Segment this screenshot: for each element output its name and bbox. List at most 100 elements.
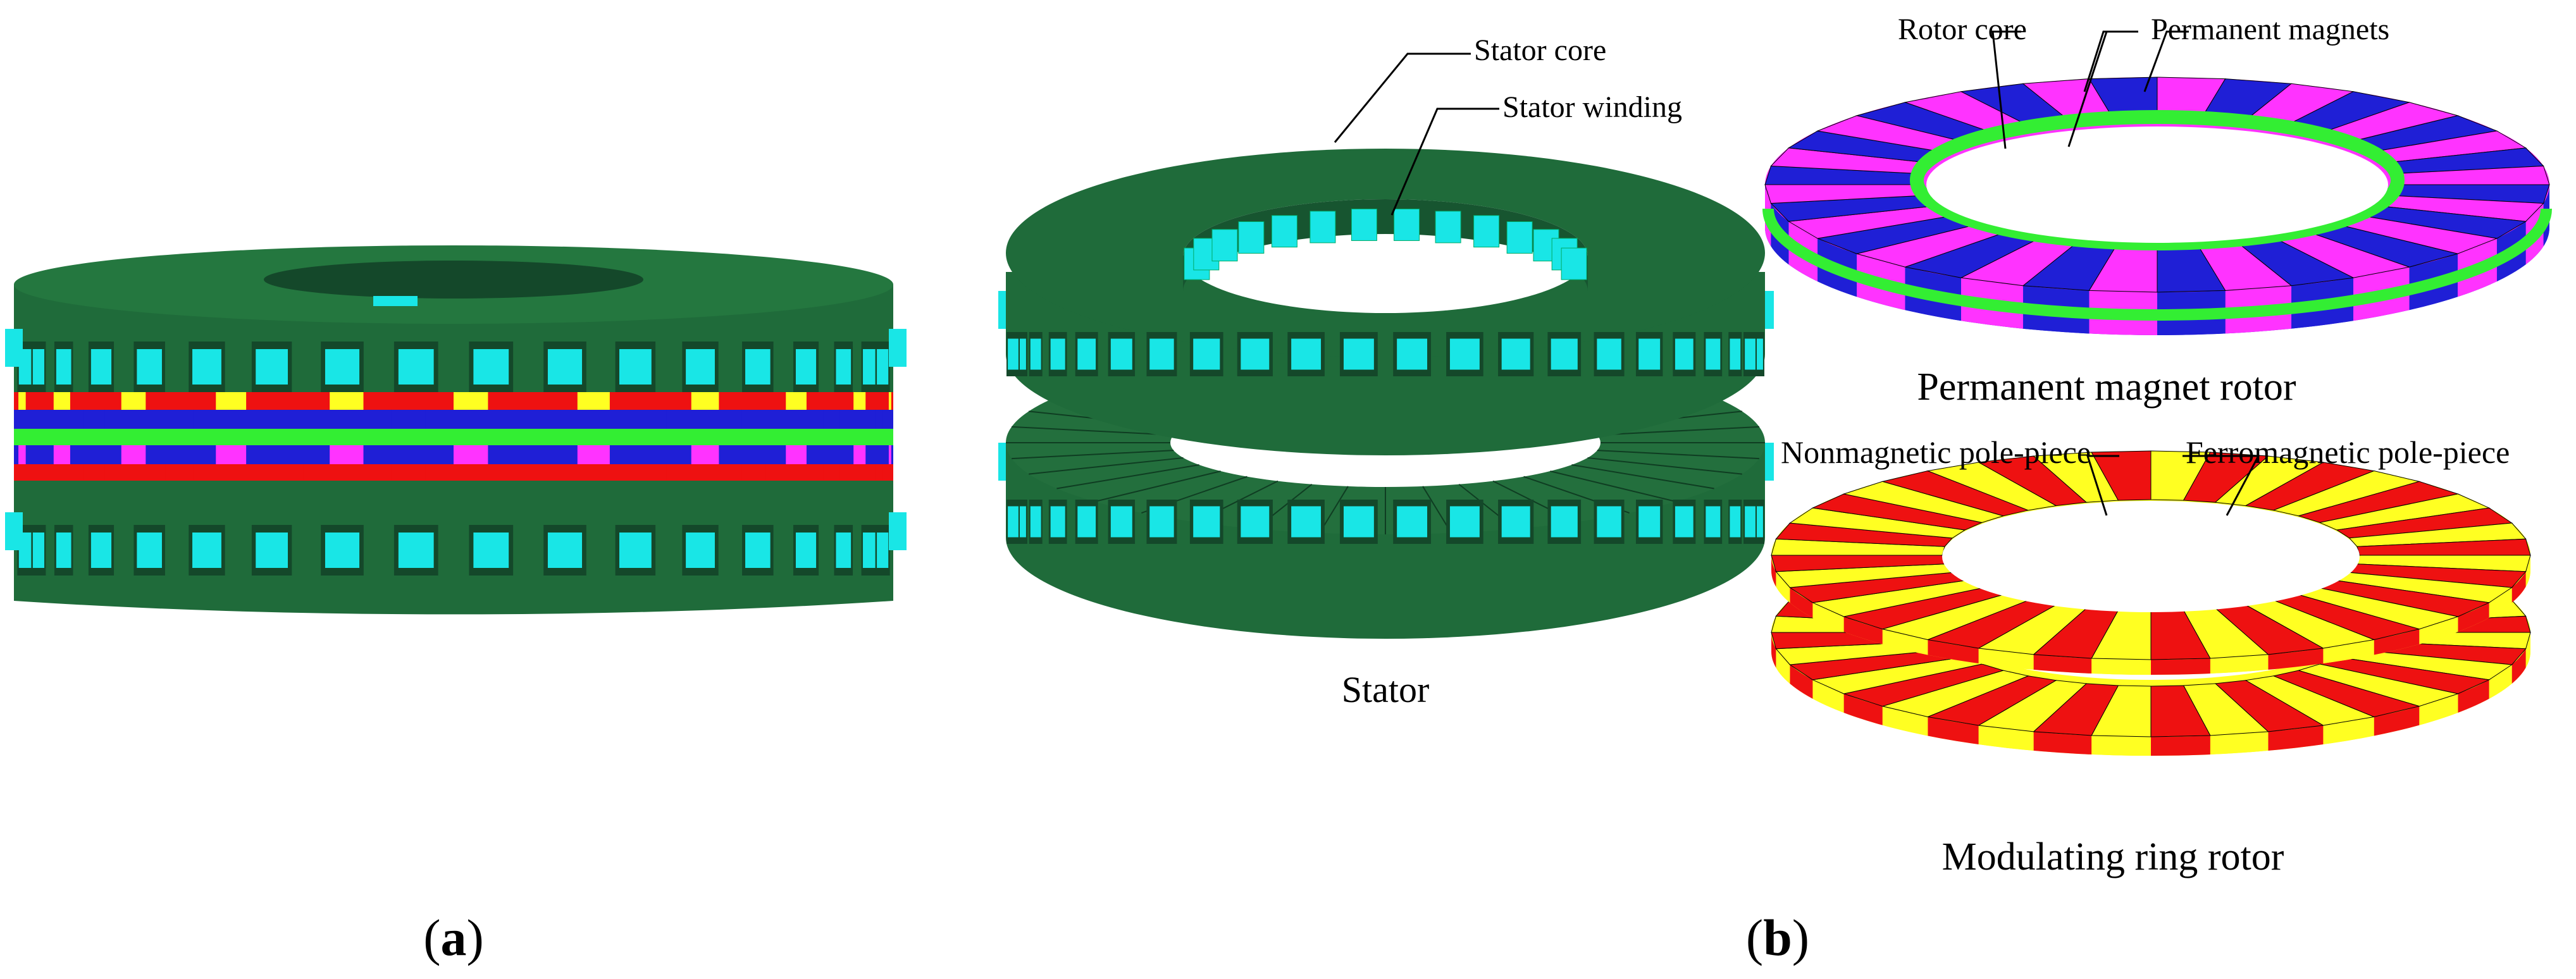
stator-slot (1110, 506, 1132, 538)
edge-winding (889, 329, 907, 367)
winding-slot (473, 349, 509, 385)
band-segment (888, 445, 891, 464)
band-segment (121, 445, 146, 464)
winding-slot (90, 349, 112, 385)
pm-rotor-core-ring (1910, 110, 2405, 250)
winding-slot (192, 349, 221, 385)
stator-slot (1706, 506, 1721, 538)
band-segment (84, 410, 105, 429)
band-segment (853, 445, 866, 464)
panel-label-b: (b) (1746, 909, 1809, 966)
band-segment (786, 445, 807, 464)
stator-slot (1241, 506, 1270, 538)
stator-slot (1501, 506, 1530, 538)
band-segment (741, 410, 766, 429)
band-segment (53, 445, 70, 464)
winding-slot (56, 533, 71, 568)
winding-slot (795, 533, 817, 568)
label-stator-core: Stator core (1474, 34, 1606, 67)
band-segment (786, 392, 807, 410)
assembled-winding-slots (5, 291, 1774, 576)
band-segment (53, 392, 70, 410)
winding-slot (686, 349, 715, 385)
stator-slot (1551, 338, 1578, 370)
band-segment (18, 445, 26, 464)
band-segment (121, 392, 146, 410)
pm-rotor-bore (1926, 126, 2388, 243)
stator-slot (1449, 338, 1480, 370)
stator-assembly (1006, 149, 1765, 639)
band-segment (32, 464, 44, 481)
stator-slot (1397, 506, 1428, 538)
stator-slot (1008, 506, 1019, 538)
label-rotor-core: Rotor core (1898, 13, 2027, 46)
winding-slot (256, 349, 288, 385)
band-segment (391, 410, 426, 429)
stator-slot (1597, 338, 1621, 370)
stator-slot (1291, 338, 1322, 370)
stator-slot (1110, 338, 1132, 370)
stator-slot (1077, 506, 1096, 538)
band-segment (823, 410, 840, 429)
band-segment (741, 464, 766, 481)
winding-slot (876, 533, 889, 568)
winding-slot (192, 533, 221, 568)
leader-lines (1334, 30, 2260, 516)
winding-slot (547, 349, 583, 385)
band-segment (454, 445, 488, 464)
band-segment (636, 464, 667, 481)
stator-slot (1193, 338, 1220, 370)
stator-upper-slots (1006, 332, 1764, 376)
band-segment (14, 464, 16, 481)
band-segment (516, 410, 550, 429)
band-segment (271, 410, 304, 429)
winding-slot (863, 349, 876, 385)
stator-tooth-line (1571, 464, 1714, 490)
band-segment (216, 392, 247, 410)
label-nonmagnetic-pole-piece: Nonmagnetic pole-piece (1781, 434, 2091, 470)
winding-slot (325, 533, 360, 568)
band-segment (636, 410, 667, 429)
stator-slot (1501, 338, 1530, 370)
winding-slot (876, 349, 889, 385)
stator-tooth-line (1550, 471, 1676, 503)
winding-slot (325, 349, 360, 385)
band-segment (330, 392, 364, 410)
stator-slot (1008, 338, 1019, 370)
band-segment (691, 392, 719, 410)
band-segment (84, 464, 105, 481)
band-segment (18, 392, 26, 410)
band-segment (691, 445, 719, 464)
modulating-ring-rotor (1771, 450, 2531, 756)
stator-slot (1241, 338, 1270, 370)
winding-slot (137, 349, 162, 385)
band-segment (875, 410, 883, 429)
stator-slot (1730, 338, 1741, 370)
bore-coil (1435, 211, 1461, 243)
stator-slot (1706, 338, 1721, 370)
stator-tooth-line (1597, 450, 1759, 460)
winding-slot (745, 349, 771, 385)
pm-rotor (1762, 77, 2552, 335)
bore-coil (1561, 247, 1587, 280)
edge-winding (889, 512, 907, 550)
band-segment (516, 464, 550, 481)
band-segment (853, 392, 866, 410)
stator-slot (1638, 506, 1661, 538)
stator-tooth-line (1012, 450, 1174, 460)
bore-coil (1506, 221, 1533, 254)
band-segment (454, 392, 488, 410)
stator-slot (1397, 338, 1428, 370)
edge-winding (5, 329, 23, 367)
assembled-rotor-band (14, 392, 893, 493)
band-segment (875, 464, 883, 481)
stator-slot (1291, 506, 1322, 538)
stator-tooth-line (1012, 426, 1174, 436)
band-segment (32, 410, 44, 429)
winding-slot (745, 533, 771, 568)
stator-slot (1050, 506, 1065, 538)
band-segment (330, 445, 364, 464)
stator-slot (1551, 506, 1578, 538)
winding-slot (863, 533, 876, 568)
